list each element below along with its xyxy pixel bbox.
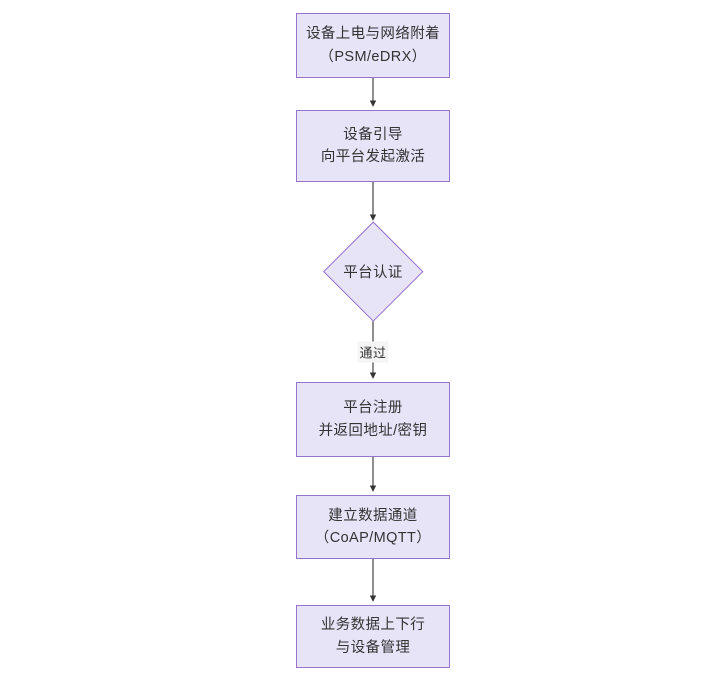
edge-label-pass: 通过 — [357, 341, 389, 363]
node-service[interactable]: 业务数据上下行 与设备管理 — [296, 605, 450, 668]
node-channel-line-1: 建立数据通道 — [328, 507, 418, 524]
node-bootstrap-line-1: 设备引导 — [343, 126, 403, 143]
node-auth-label: 平台认证 — [343, 265, 403, 281]
node-power-on-line-2: （PSM/eDRX） — [319, 48, 427, 65]
node-power-on-line-1: 设备上电与网络附着 — [305, 26, 441, 43]
node-bootstrap[interactable]: 设备引导 向平台发起激活 — [296, 110, 450, 182]
node-service-line-1: 业务数据上下行 — [320, 617, 426, 634]
node-service-line-2: 与设备管理 — [335, 639, 411, 656]
node-channel[interactable]: 建立数据通道 （CoAP/MQTT） — [296, 495, 450, 559]
node-auth-decision[interactable]: 平台认证 — [311, 221, 435, 322]
node-register[interactable]: 平台注册 并返回地址/密钥 — [296, 382, 450, 457]
node-register-line-2: 并返回地址/密钥 — [318, 422, 428, 439]
node-power-on[interactable]: 设备上电与网络附着 （PSM/eDRX） — [296, 13, 450, 78]
node-register-line-1: 平台注册 — [343, 400, 403, 417]
node-bootstrap-line-2: 向平台发起激活 — [320, 149, 426, 165]
node-channel-line-2: （CoAP/MQTT） — [314, 530, 432, 546]
